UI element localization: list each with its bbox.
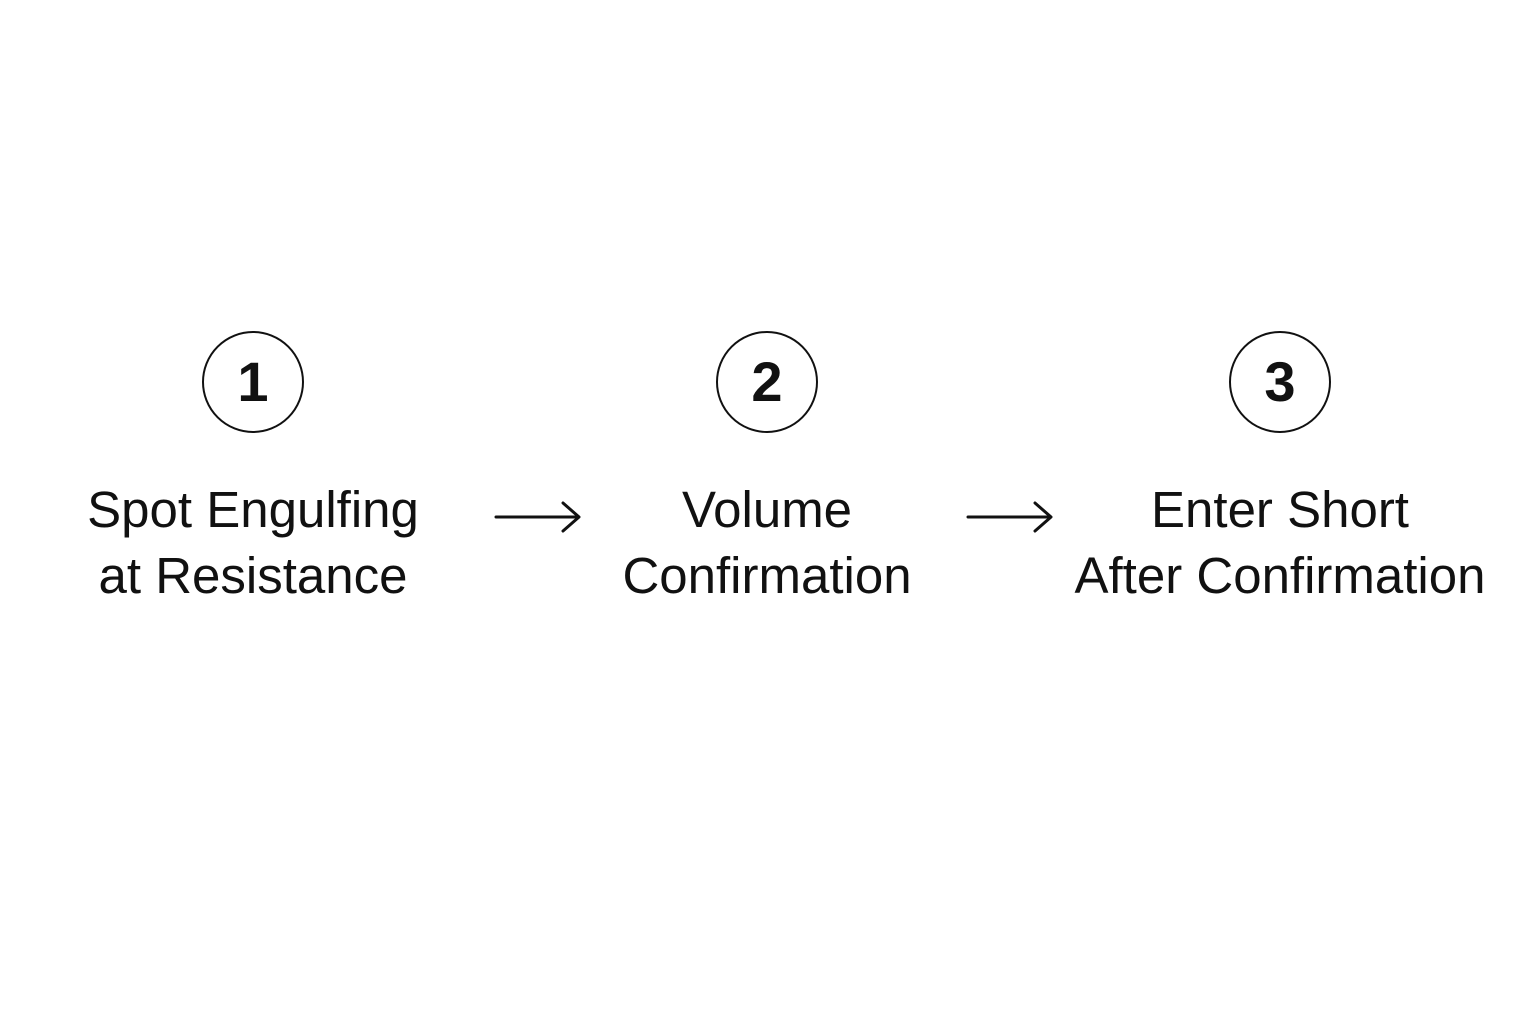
step-label-line: Spot Engulfing <box>87 481 419 538</box>
step-label-line: Confirmation <box>622 547 912 604</box>
step-label-line: Enter Short <box>1151 481 1409 538</box>
step-label: Volume Confirmation <box>622 477 911 609</box>
step-number-circle: 2 <box>716 331 818 433</box>
arrow-right-icon <box>494 501 581 533</box>
step-number-circle: 3 <box>1229 331 1331 433</box>
step-label-line: at Resistance <box>98 547 408 604</box>
arrow-right-icon <box>966 501 1053 533</box>
step-label-line: Volume <box>681 481 853 538</box>
step-number-circle: 1 <box>202 331 304 433</box>
step-label: Spot Engulfing at Resistance <box>87 477 419 609</box>
step-label-line: After Confirmation <box>1074 547 1486 604</box>
step-1: 1 Spot Engulfing at Resistance <box>13 331 493 609</box>
step-2: 2 Volume Confirmation <box>527 331 1007 609</box>
step-3: 3 Enter Short After Confirmation <box>1040 331 1520 609</box>
step-label: Enter Short After Confirmation <box>1075 477 1486 609</box>
